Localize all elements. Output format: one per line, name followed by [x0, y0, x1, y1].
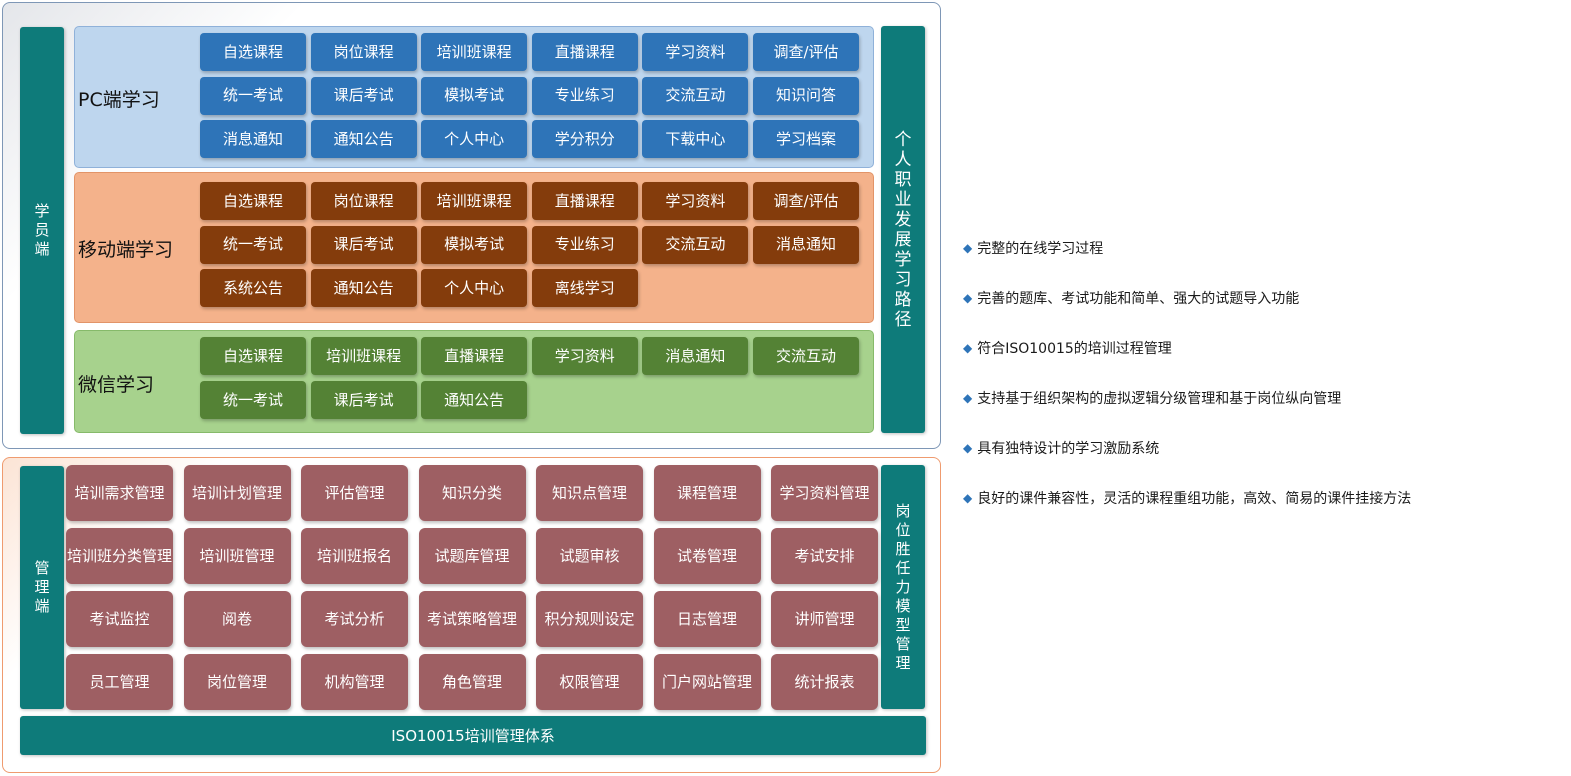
feature-item: ◆ 良好的课件兼容性，灵活的课程重组功能，高效、简易的课件挂接方法 — [963, 488, 1411, 508]
pc-module-button[interactable]: 调查/评估 — [753, 33, 859, 71]
mobile-module-button[interactable]: 系统公告 — [200, 269, 306, 307]
wechat-module-button[interactable]: 直播课程 — [421, 337, 528, 375]
wechat-module-button[interactable]: 通知公告 — [421, 381, 528, 419]
pc-module-button[interactable]: 自选课程 — [200, 33, 306, 71]
mobile-learning-title: 移动端学习 — [78, 239, 174, 261]
wechat-module-button[interactable]: 培训班课程 — [310, 337, 417, 375]
feature-text: 完善的题库、考试功能和简单、强大的试题导入功能 — [977, 291, 1300, 307]
mobile-module-button[interactable]: 模拟考试 — [421, 225, 528, 264]
diamond-bullet-icon: ◆ — [963, 441, 973, 455]
admin-module-button[interactable]: 学习资料管理 — [771, 465, 878, 521]
admin-module-button[interactable]: 权限管理 — [536, 654, 643, 710]
feature-item: ◆ 完善的题库、考试功能和简单、强大的试题导入功能 — [963, 288, 1299, 308]
pc-module-button[interactable]: 通知公告 — [310, 120, 417, 158]
pc-module-button[interactable]: 学分积分 — [531, 120, 638, 158]
competency-model-label: 岗位胜任力模型管理 — [881, 465, 925, 709]
career-path-label: 个人职业发展学习路径 — [881, 26, 925, 433]
pc-module-button[interactable]: 交流互动 — [642, 76, 749, 115]
admin-module-button[interactable]: 讲师管理 — [771, 591, 878, 647]
mobile-module-button[interactable]: 专业练习 — [531, 225, 638, 264]
pc-module-button[interactable]: 统一考试 — [200, 76, 306, 115]
admin-module-button[interactable]: 阅卷 — [183, 591, 291, 647]
pc-module-button[interactable]: 学习资料 — [642, 33, 749, 71]
admin-module-button[interactable]: 积分规则设定 — [536, 591, 643, 647]
mobile-module-button[interactable]: 培训班课程 — [421, 182, 528, 220]
admin-module-button[interactable]: 培训班报名 — [301, 528, 408, 584]
admin-module-button[interactable]: 考试安排 — [771, 528, 878, 584]
student-side-label: 学员端 — [20, 27, 64, 434]
mobile-module-button[interactable]: 岗位课程 — [310, 182, 417, 220]
feature-item: ◆ 具有独特设计的学习激励系统 — [963, 438, 1159, 458]
admin-module-button[interactable]: 角色管理 — [418, 654, 526, 710]
feature-text: 符合ISO10015的培训过程管理 — [977, 341, 1172, 357]
admin-module-button[interactable]: 培训计划管理 — [183, 465, 291, 521]
admin-module-button[interactable]: 培训班分类管理 — [66, 528, 173, 584]
admin-module-button[interactable]: 知识点管理 — [536, 465, 643, 521]
diamond-bullet-icon: ◆ — [963, 491, 973, 505]
wechat-learning-title: 微信学习 — [78, 374, 155, 396]
feature-item: ◆ 支持基于组织架构的虚拟逻辑分级管理和基于岗位纵向管理 — [963, 388, 1341, 408]
wechat-module-button[interactable]: 学习资料 — [531, 337, 638, 375]
pc-module-button[interactable]: 专业练习 — [531, 76, 638, 115]
mobile-module-button[interactable]: 交流互动 — [642, 225, 749, 264]
mobile-module-button[interactable]: 学习资料 — [642, 182, 749, 220]
wechat-module-button[interactable]: 交流互动 — [753, 337, 859, 375]
pc-module-button[interactable]: 直播课程 — [531, 33, 638, 71]
wechat-module-button[interactable]: 消息通知 — [642, 337, 749, 375]
diamond-bullet-icon: ◆ — [963, 391, 973, 405]
wechat-module-button[interactable]: 统一考试 — [200, 381, 306, 419]
mobile-module-button[interactable]: 课后考试 — [310, 225, 417, 264]
pc-module-button[interactable]: 知识问答 — [753, 76, 859, 115]
wechat-module-button[interactable]: 自选课程 — [200, 337, 306, 375]
admin-module-button[interactable]: 统计报表 — [771, 654, 878, 710]
mobile-module-button[interactable]: 离线学习 — [531, 269, 638, 307]
feature-text: 完整的在线学习过程 — [977, 241, 1104, 257]
admin-module-button[interactable]: 评估管理 — [301, 465, 408, 521]
mobile-module-button[interactable]: 自选课程 — [200, 182, 306, 220]
pc-module-button[interactable]: 个人中心 — [421, 120, 528, 158]
pc-module-button[interactable]: 课后考试 — [310, 76, 417, 115]
pc-learning-title: PC端学习 — [78, 89, 160, 111]
admin-module-button[interactable]: 课程管理 — [653, 465, 761, 521]
feature-text: 良好的课件兼容性，灵活的课程重组功能，高效、简易的课件挂接方法 — [977, 491, 1412, 507]
mobile-module-button[interactable]: 通知公告 — [310, 269, 417, 307]
feature-text: 具有独特设计的学习激励系统 — [977, 441, 1160, 457]
diamond-bullet-icon: ◆ — [963, 241, 973, 255]
diamond-bullet-icon: ◆ — [963, 341, 973, 355]
mobile-module-button[interactable]: 调查/评估 — [753, 182, 859, 220]
pc-module-button[interactable]: 岗位课程 — [310, 33, 417, 71]
feature-item: ◆ 完整的在线学习过程 — [963, 238, 1103, 258]
admin-module-button[interactable]: 员工管理 — [66, 654, 173, 710]
admin-module-button[interactable]: 试题审核 — [536, 528, 643, 584]
admin-module-button[interactable]: 考试监控 — [66, 591, 173, 647]
pc-module-button[interactable]: 消息通知 — [200, 120, 306, 158]
admin-module-button[interactable]: 培训需求管理 — [66, 465, 173, 521]
admin-module-button[interactable]: 日志管理 — [653, 591, 761, 647]
mobile-module-button[interactable]: 消息通知 — [753, 225, 859, 264]
admin-module-button[interactable]: 考试分析 — [301, 591, 408, 647]
admin-module-button[interactable]: 培训班管理 — [183, 528, 291, 584]
feature-item: ◆ 符合ISO10015的培训过程管理 — [963, 338, 1172, 358]
admin-module-button[interactable]: 试题库管理 — [418, 528, 526, 584]
admin-module-button[interactable]: 考试策略管理 — [418, 591, 526, 647]
admin-module-button[interactable]: 岗位管理 — [183, 654, 291, 710]
mobile-module-button[interactable]: 个人中心 — [421, 269, 528, 307]
pc-module-button[interactable]: 培训班课程 — [421, 33, 528, 71]
admin-module-button[interactable]: 机构管理 — [301, 654, 408, 710]
pc-module-button[interactable]: 下载中心 — [642, 120, 749, 158]
admin-module-button[interactable]: 知识分类 — [418, 465, 526, 521]
admin-module-button[interactable]: 门户网站管理 — [653, 654, 761, 710]
diamond-bullet-icon: ◆ — [963, 291, 973, 305]
admin-side-label: 管理端 — [20, 466, 64, 709]
mobile-module-button[interactable]: 直播课程 — [531, 182, 638, 220]
feature-text: 支持基于组织架构的虚拟逻辑分级管理和基于岗位纵向管理 — [977, 391, 1342, 407]
iso-framework-bar: ISO10015培训管理体系 — [20, 716, 926, 755]
pc-module-button[interactable]: 学习档案 — [753, 120, 859, 158]
pc-module-button[interactable]: 模拟考试 — [421, 76, 528, 115]
wechat-module-button[interactable]: 课后考试 — [310, 381, 417, 419]
mobile-module-button[interactable]: 统一考试 — [200, 225, 306, 264]
admin-module-button[interactable]: 试卷管理 — [653, 528, 761, 584]
